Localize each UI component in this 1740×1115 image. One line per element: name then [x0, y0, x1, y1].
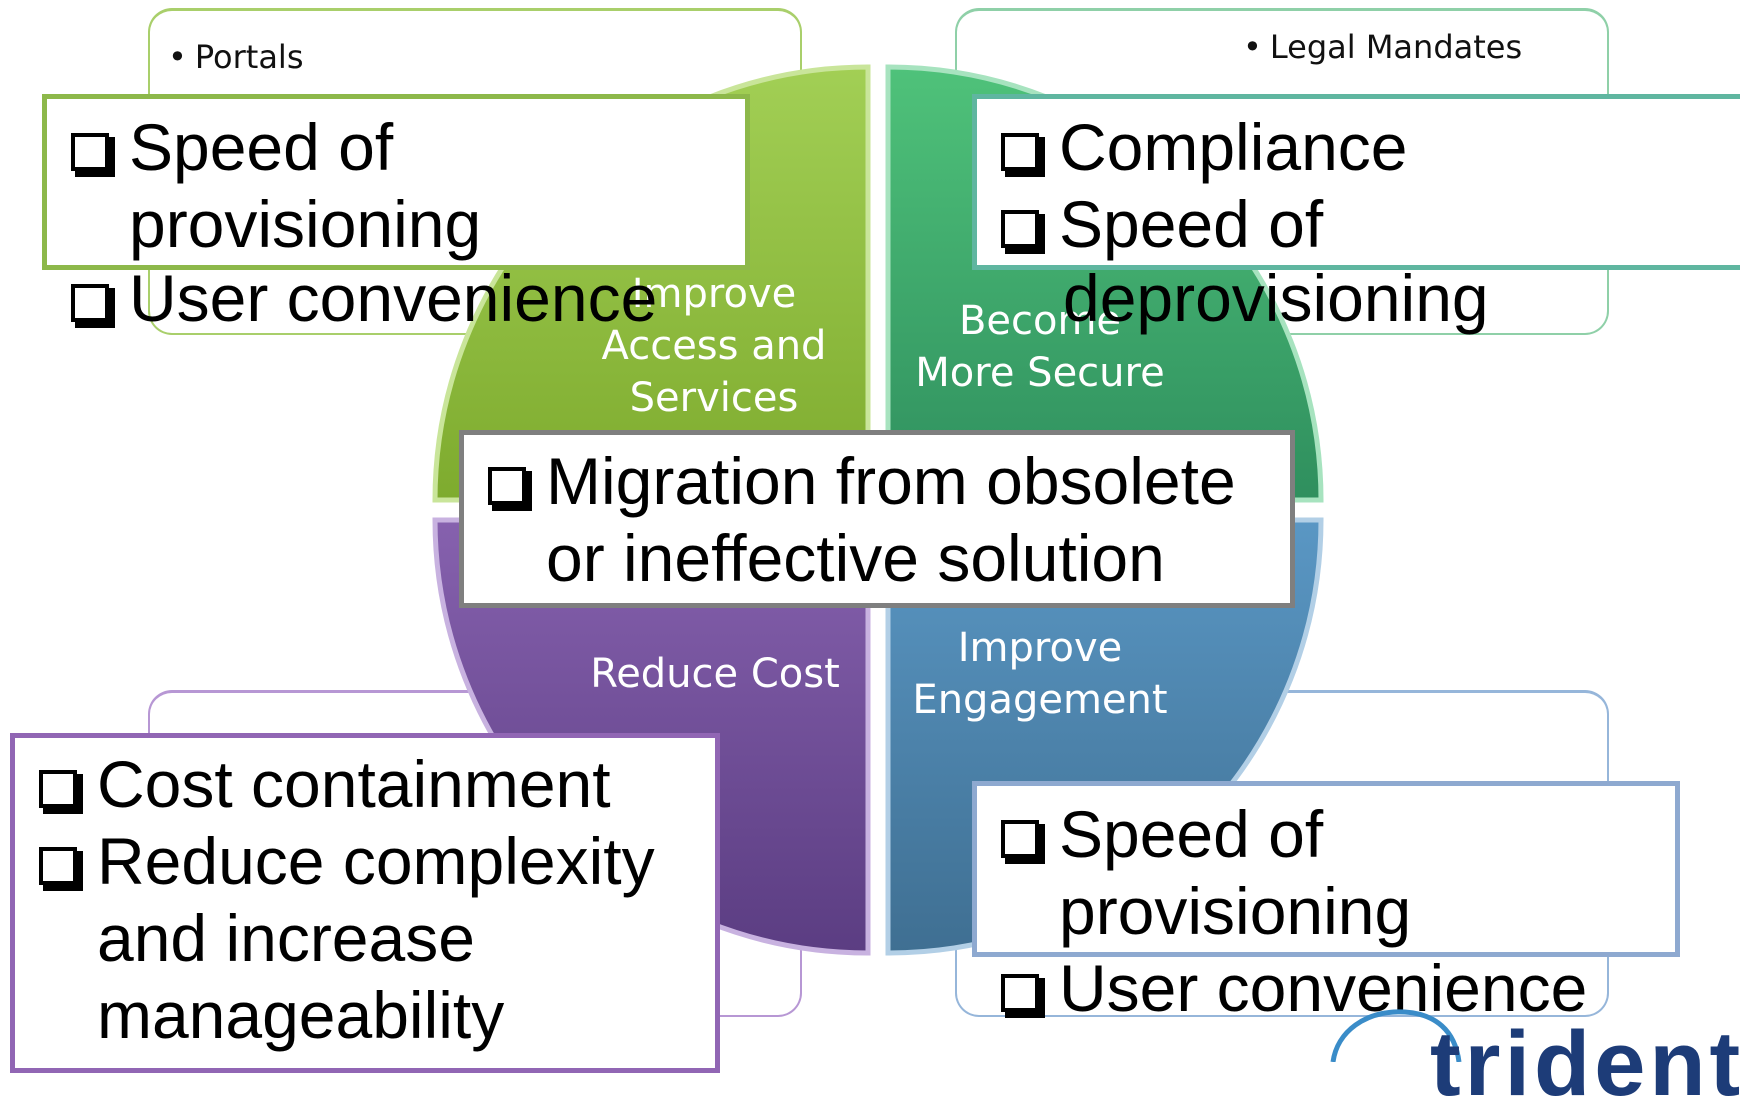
callout-top-left: Speed of provisioning: [42, 94, 750, 270]
callout-top-right-overflow: deprovisioning: [1063, 260, 1489, 337]
callout-bottom-left-list: Cost containment Reduce complexity and i…: [15, 746, 715, 1054]
checklist-item-line: provisioning: [1059, 874, 1412, 948]
callout-top-left-list: Speed of provisioning: [47, 109, 745, 263]
checkbox-icon: [39, 847, 83, 891]
checklist-item-line: manageability: [97, 978, 505, 1052]
quadrant-label-line: More Secure: [915, 350, 1165, 396]
checklist-item-line: Speed of: [1059, 187, 1324, 261]
callout-bottom-right: Speed of provisioning: [972, 781, 1680, 957]
checklist-item-line: Reduce complexity: [97, 824, 655, 898]
quadrant-label-line: Become: [958, 298, 1122, 344]
checklist-item-line: Compliance: [1059, 110, 1408, 184]
logo-swirl-icon: [1330, 1009, 1462, 1062]
checklist-item: User convenience: [977, 950, 1587, 1027]
checkbox-icon: [1001, 974, 1045, 1018]
checklist-item-line: deprovisioning: [1063, 261, 1489, 335]
callout-top-left-overflow: User convenience: [47, 260, 657, 337]
callout-center: Migration from obsolete or ineffective s…: [459, 430, 1295, 608]
checklist-item: Migration from obsolete or ineffective s…: [464, 443, 1290, 597]
checklist-item: Reduce complexity and increase manageabi…: [15, 823, 715, 1054]
callout-center-list: Migration from obsolete or ineffective s…: [464, 443, 1290, 597]
quadrant-label-line: Improve: [631, 271, 797, 317]
callout-bottom-right-overflow: User convenience: [977, 950, 1587, 1027]
checkbox-icon: [71, 284, 115, 328]
checklist-item-line: and increase: [97, 901, 475, 975]
checkbox-icon: [39, 770, 83, 814]
checkbox-icon: [1001, 820, 1045, 864]
callout-bottom-right-list: Speed of provisioning: [977, 796, 1675, 950]
quadrant-label-line: Improve: [957, 625, 1123, 671]
checklist-item: Speed of provisioning: [47, 109, 745, 263]
checklist-item-line: Cost containment: [97, 747, 611, 821]
quadrant-label-top-right: Become More Secure: [905, 295, 1175, 399]
callout-top-right: Compliance Speed of: [972, 94, 1740, 270]
diagram-canvas: Portals Legal Mandates Improve: [0, 0, 1740, 1062]
card-top-right-bullets: Legal Mandates: [1243, 24, 1522, 70]
checklist-item: Speed of provisioning: [977, 796, 1675, 950]
checklist-item-line: Speed of: [1059, 797, 1324, 871]
checklist-item-line: or ineffective solution: [546, 521, 1165, 595]
checkbox-icon: [488, 467, 532, 511]
checklist-item: Speed of: [977, 186, 1740, 263]
company-logo-text: trident: [1430, 1013, 1740, 1115]
card-top-right-bullet: Legal Mandates: [1243, 24, 1522, 70]
quadrant-label-bottom-right: Improve Engagement: [905, 622, 1175, 726]
checklist-item-line: User convenience: [129, 261, 658, 335]
quadrant-label-line: Access and: [601, 323, 827, 369]
quadrant-label-line: Engagement: [912, 677, 1168, 723]
quadrant-label-bottom-left: Reduce Cost: [580, 648, 850, 700]
checklist-item-line: User convenience: [1059, 951, 1588, 1025]
quadrant-label-top-left: Improve Access and Services: [596, 268, 832, 424]
checkbox-icon: [1001, 210, 1045, 254]
callout-bottom-left: Cost containment Reduce complexity and i…: [10, 733, 720, 1073]
quadrant-label-line: Services: [629, 375, 799, 421]
checklist-item: Compliance: [977, 109, 1740, 186]
checklist-item: Cost containment: [15, 746, 715, 823]
card-top-left-bullet: Portals: [168, 34, 304, 80]
checklist-item-line: provisioning: [129, 187, 482, 261]
checkbox-icon: [1001, 133, 1045, 177]
callout-top-right-list: Compliance Speed of: [977, 109, 1740, 263]
quadrant-label-line: Reduce Cost: [590, 651, 840, 697]
checklist-item-line: Migration from obsolete: [546, 444, 1236, 518]
checklist-item-line: Speed of: [129, 110, 394, 184]
checklist-item-continuation: deprovisioning: [1063, 260, 1489, 337]
card-top-left-bullets: Portals: [168, 34, 304, 80]
checkbox-icon: [71, 133, 115, 177]
checklist-item: User convenience: [47, 260, 657, 337]
